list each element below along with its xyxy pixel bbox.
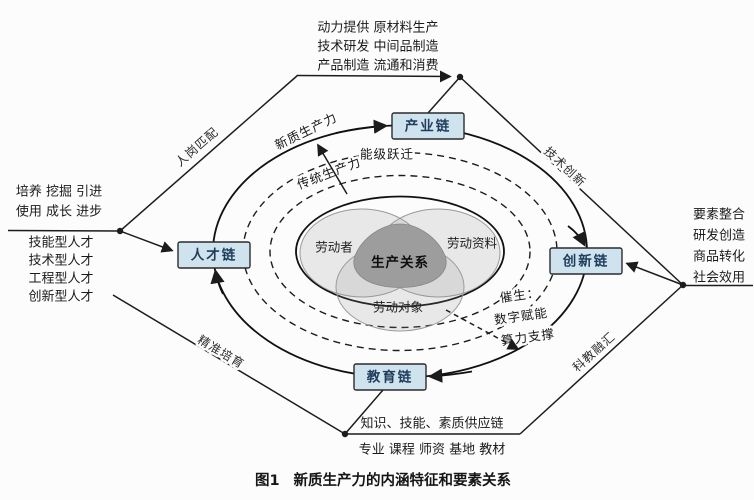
figure-caption-title: 新质生产力的内涵特征和要素关系 [294,471,512,489]
figure-caption: 图1 新质生产力的内涵特征和要素关系 [255,471,511,489]
label-computing-support: 算力支撑 [500,326,556,348]
flow-arrow-to-industry [335,119,389,134]
right-row-2: 研发创造 [693,228,745,244]
left-lower-row-1: 技能型人才 [28,236,93,251]
left-lower-row-4: 创新型人才 [28,289,93,305]
text-block-top: 动力提供 原材料生产 技术研发 中间品制造 产品制造 流通和消费 [317,20,438,74]
label-traditional-productivity: 传统生产力 [295,154,363,192]
venn-label-production-relations: 生产关系 [371,254,429,271]
junction-right [679,281,687,289]
industry-chain-box [391,112,465,140]
right-row-4: 社会效用 [693,270,745,286]
edge-label-precise-cultivation: 精准培育 [195,332,247,372]
venn-label-laborer: 劳动者 [315,240,353,255]
education-chain-label: 教育链 [367,369,414,386]
connector-innovation [625,261,684,286]
dashed-ellipse-inner [269,174,531,329]
venn-center-intersection [353,223,447,288]
flow-arrow-to-talent [210,268,225,295]
figure-caption-number: 图1 [255,472,280,489]
left-upper-row-1: 培养 挖掘 引进 [16,184,102,200]
venn-label-labor-materials: 劳动资料 [447,236,498,251]
connector-education [344,389,384,435]
label-digital-empowerment: 数字赋能 [493,305,549,327]
left-lower-row-3: 工程型人才 [28,272,93,287]
flow-arrow-to-innovation [567,225,586,247]
catalyze-dashed-arrow [445,309,520,350]
talent-chain-label: 人才链 [191,247,238,264]
venn-label-labor-objects: 劳动对象 [373,300,423,315]
edge-label-tech-innovation: 技术创新 [541,143,589,189]
junction-top [456,73,464,81]
label-catalyze: 催生： [499,285,541,305]
top-row-1: 动力提供 原材料生产 [317,20,438,36]
left-upper-row-2: 使用 成长 进步 [16,204,102,220]
edge-top-left [119,74,299,232]
flow-arrow-to-education [427,368,473,383]
junction-bottom [341,430,349,438]
top-underline [297,70,452,83]
talent-chain-box [177,241,251,269]
label-energy-level-leap: 能级跃迁 [360,147,414,162]
chain-boxes: 产业链 人才链 创新链 教育链 [177,112,623,391]
education-chain-box [353,363,427,391]
edge-top-right [459,76,684,286]
leap-arrow [317,143,348,195]
top-row-2: 技术研发 中间品制造 [317,39,438,55]
edge-bottom-right [519,284,684,435]
right-row-1: 要素整合 [693,208,745,223]
industry-chain-label: 产业链 [405,118,452,135]
connector-industry [427,76,461,114]
right-row-3: 商品转化 [693,250,745,265]
junction-left [116,227,124,235]
edge-bottom-left [112,294,346,435]
innovation-chain-box [549,247,623,275]
left-underline [7,229,121,232]
text-block-right: 要素整合 研发创造 商品转化 社会效用 [693,208,745,286]
connectors [7,70,753,438]
bottom-row-1: 知识、技能、素质供应链 [360,416,503,432]
innovation-chain-label: 创新链 [562,253,610,270]
left-lower-row-2: 技术型人才 [28,254,93,269]
venn-diagram: 劳动者 劳动资料 劳动对象 生产关系 [299,208,501,332]
connector-talent [119,230,174,253]
text-block-left: 培养 挖掘 引进 使用 成长 进步 技能型人才 技术型人才 工程型人才 创新型人… [16,184,102,305]
top-row-3: 产品制造 流通和消费 [317,59,438,74]
bottom-row-2: 专业 课程 师资 基地 教材 [359,442,506,458]
inner-solid-ellipse [295,195,505,308]
text-block-bottom: 知识、技能、素质供应链 专业 课程 师资 基地 教材 [359,416,506,458]
label-new-productivity: 新质生产力 [272,109,339,152]
